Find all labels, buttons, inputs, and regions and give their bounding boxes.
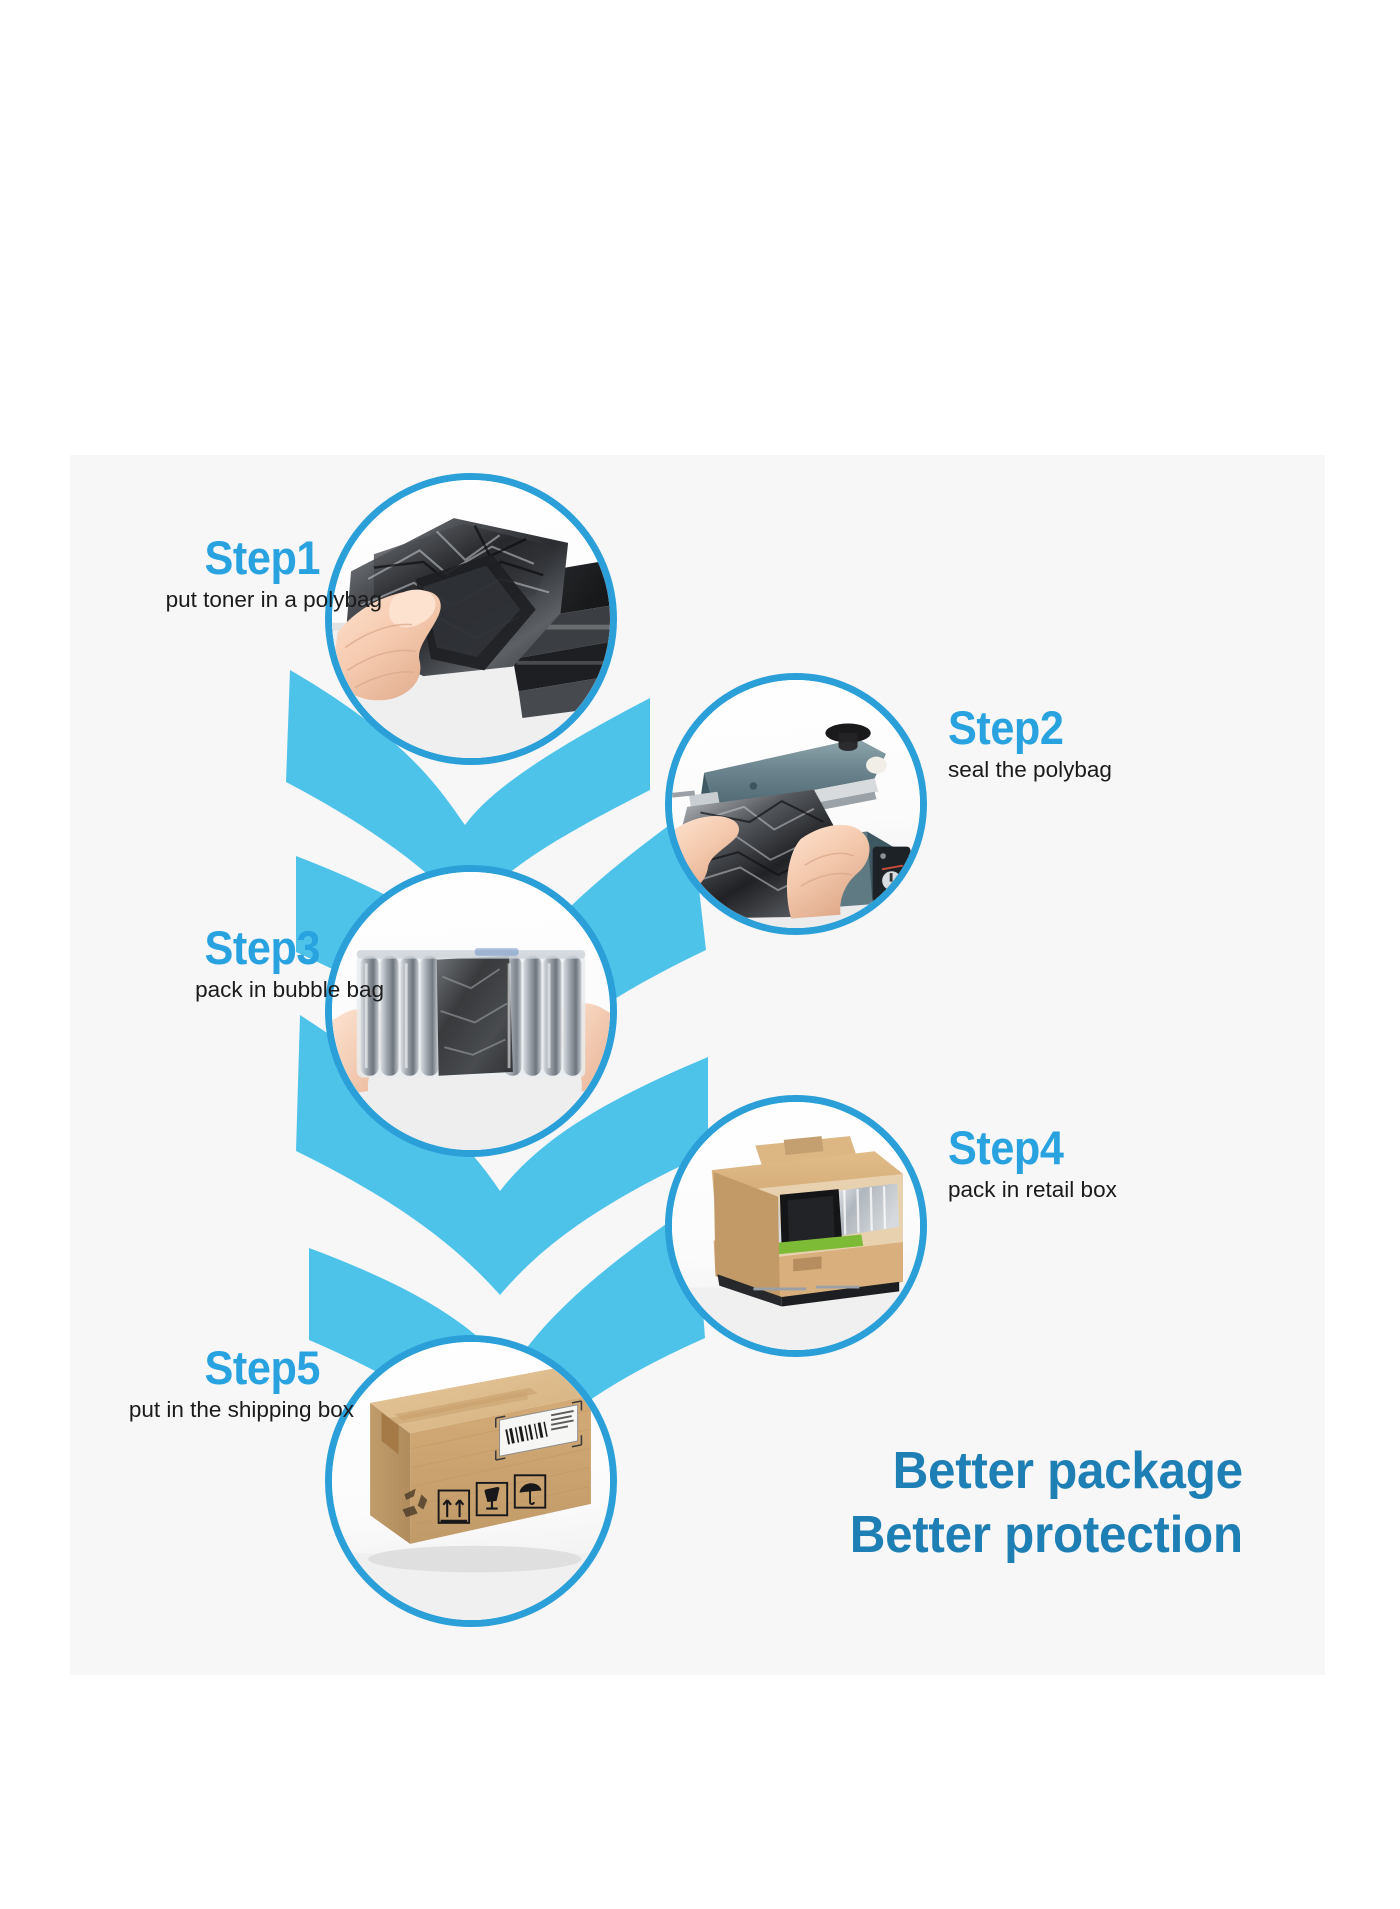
step3-caption: pack in bubble bag (195, 977, 384, 1003)
step3-label: Step3 pack in bubble bag (130, 921, 384, 1005)
connector-ribbon-4-5 (309, 1204, 705, 1472)
photo-retail-box (672, 1102, 920, 1350)
tagline-line-2: Better protection (849, 1505, 1243, 1564)
step1-photo-circle (325, 473, 617, 765)
step3-number: Step3 (204, 921, 321, 974)
step5-caption: put in the shipping box (128, 1397, 354, 1423)
photo-bubble-bag (332, 872, 610, 1150)
photo-sealing-polybag (672, 680, 920, 928)
tagline-line-1: Better package (892, 1442, 1243, 1501)
step5-label: Step5 put in the shipping box (100, 1341, 354, 1425)
step4-caption: pack in retail box (948, 1177, 1117, 1203)
step1-label: Step1 put toner in a polybag (130, 531, 382, 615)
step1-number: Step1 (204, 531, 321, 584)
photo-shipping-box (332, 1342, 610, 1620)
tagline-block: Better package Better protection (829, 1440, 1243, 1567)
step2-number: Step2 (948, 701, 1064, 754)
step4-photo-circle (665, 1095, 927, 1357)
step4-number: Step4 (948, 1121, 1064, 1174)
step2-photo-circle (665, 673, 927, 935)
step3-photo-circle (325, 865, 617, 1157)
step2-label: Step2 seal the polybag (948, 703, 1248, 785)
step4-label: Step4 pack in retail box (948, 1123, 1248, 1205)
photo-toner-in-polybag (332, 480, 610, 758)
step5-photo-circle (325, 1335, 617, 1627)
process-panel: Step1 put toner in a polybag Step2 seal … (70, 455, 1325, 1675)
step2-caption: seal the polybag (948, 757, 1112, 783)
step5-number: Step5 (204, 1341, 321, 1394)
step1-caption: put toner in a polybag (165, 587, 382, 613)
